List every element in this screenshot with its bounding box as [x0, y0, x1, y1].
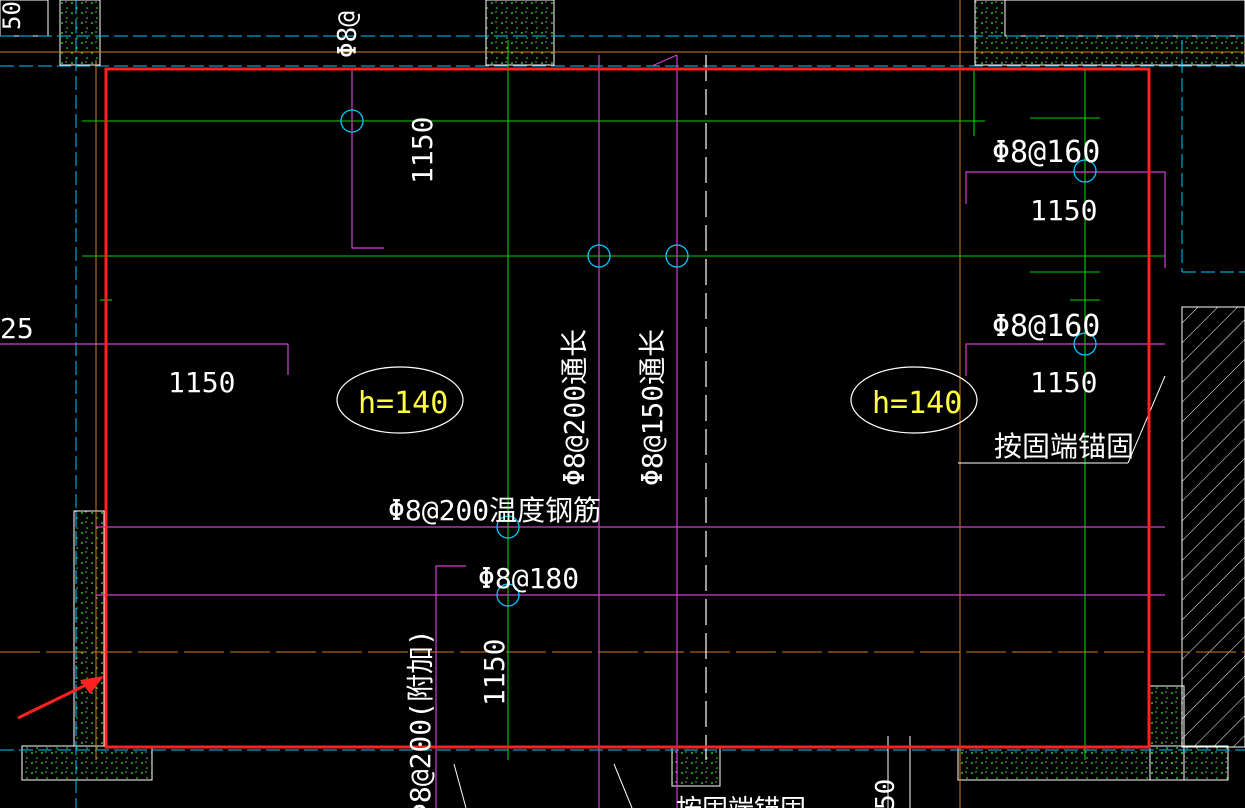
- slab-thickness-bubble-right: [850, 366, 978, 434]
- note-label: 按固端锚固: [994, 430, 1134, 463]
- node-circles: [340, 109, 1097, 607]
- node-circle: [1073, 332, 1097, 356]
- node-circle: [496, 515, 520, 539]
- rebar-label: Φ8@: [333, 11, 363, 58]
- rebar-label: Φ8@200温度钢筋: [388, 494, 601, 527]
- dim-label: 1150: [1030, 366, 1097, 399]
- wall-left-bottom: [73, 510, 105, 747]
- node-circle: [496, 583, 520, 607]
- node-circle: [587, 244, 611, 268]
- dim-label: 1150: [478, 639, 511, 706]
- wall-bottom-right: [957, 745, 1229, 781]
- annotations: 50 Φ8@ 1150 25 1150 h=140 h=140 Φ8@200通长…: [0, 1, 1134, 808]
- highlight-box: [104, 67, 1151, 749]
- node-circle: [340, 109, 364, 133]
- dim-label: 50: [0, 1, 26, 30]
- node-circle: [665, 244, 689, 268]
- node-circle: [1073, 159, 1097, 183]
- slab-thickness-bubble-left: [336, 366, 464, 434]
- green-axes: [82, 40, 1165, 760]
- note-label: 按固端锚固: [676, 795, 806, 808]
- wall-bottom-left: [21, 745, 153, 781]
- slab-thickness-label: h=140: [358, 386, 448, 421]
- rebar-label: Φ8@180: [478, 562, 579, 595]
- rebar-label: Φ8@160: [992, 309, 1100, 344]
- wall-right-bottom: [1149, 685, 1185, 781]
- wall-bottom-mid: [671, 745, 721, 787]
- hatched-wall-right: [1181, 306, 1245, 748]
- slab-thickness-label: h=140: [872, 386, 962, 421]
- wall-top-right-inner: [1004, 0, 1245, 37]
- rebar-lines: [0, 54, 1166, 808]
- rebar-label: Φ8@200通长: [558, 329, 591, 486]
- dim-label: 25: [0, 312, 34, 345]
- concrete-walls: [0, 0, 1245, 787]
- wall-left-top: [59, 0, 101, 66]
- wall-top-mid: [485, 0, 555, 66]
- rebar-label: Φ8@200(附加): [404, 629, 437, 808]
- dim-label: 50: [871, 779, 901, 808]
- rebar-label: Φ8@150通长: [636, 329, 669, 486]
- red-arrow-pointer: [17, 676, 104, 720]
- dim-label: 1150: [168, 366, 235, 399]
- dim-label: 1150: [406, 117, 439, 184]
- dim-label: 1150: [1030, 194, 1097, 227]
- rebar-label: Φ8@160: [992, 135, 1100, 170]
